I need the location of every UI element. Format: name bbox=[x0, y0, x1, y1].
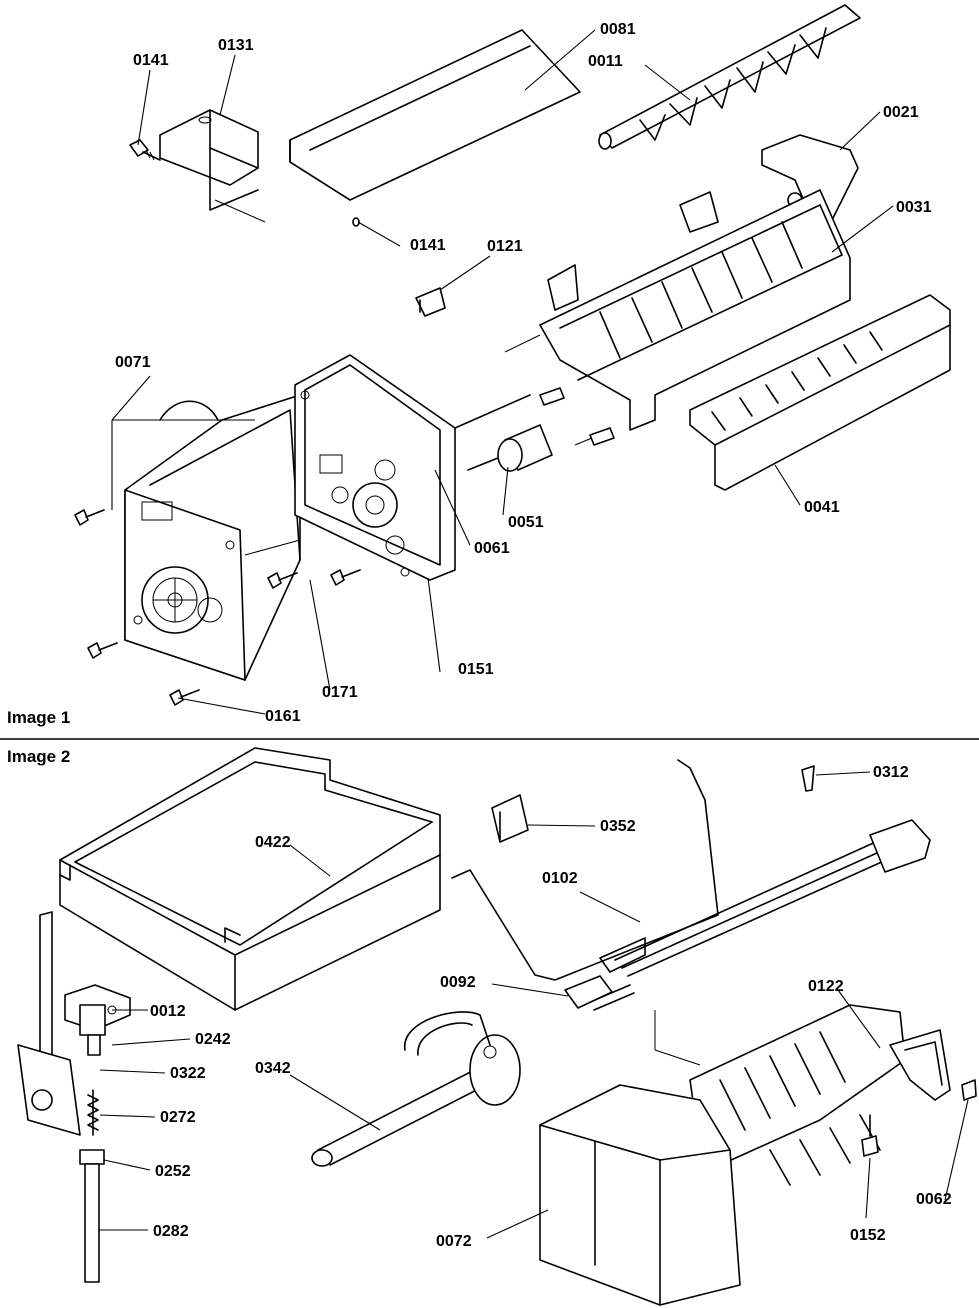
part-screws-image-1 bbox=[74, 217, 361, 706]
label-0282: 0282 bbox=[153, 1223, 189, 1240]
panel-title-image-2: Image 2 bbox=[7, 747, 70, 766]
label-0342: 0342 bbox=[255, 1060, 291, 1077]
label-0322: 0322 bbox=[170, 1065, 206, 1082]
label-0071: 0071 bbox=[115, 354, 151, 371]
leaders-image-1 bbox=[111, 29, 894, 715]
label-0171: 0171 bbox=[322, 684, 358, 701]
leaders-image-2 bbox=[99, 771, 969, 1239]
label-0072: 0072 bbox=[436, 1233, 472, 1250]
label-0141-a: 0141 bbox=[133, 52, 169, 69]
image-2-ice-maker-assembly: 0312 0352 0422 0102 0092 0012 0242 0122 … bbox=[17, 747, 977, 1306]
label-0041: 0041 bbox=[804, 499, 840, 516]
label-0151: 0151 bbox=[458, 661, 494, 678]
label-0121: 0121 bbox=[487, 238, 523, 255]
part-0011-ejector bbox=[598, 4, 861, 150]
label-0011: 0011 bbox=[588, 53, 623, 70]
label-0141-b: 0141 bbox=[410, 237, 446, 254]
label-0051: 0051 bbox=[508, 514, 544, 531]
part-0131-bracket bbox=[159, 109, 266, 223]
part-0342-fill-tube bbox=[311, 1011, 521, 1167]
part-0312-screw bbox=[801, 765, 815, 792]
part-0352-clip bbox=[491, 794, 529, 843]
label-0352: 0352 bbox=[600, 818, 636, 835]
panel-title-image-1: Image 1 bbox=[7, 708, 70, 727]
label-0021: 0021 bbox=[883, 104, 919, 121]
part-0092-wiring-harness bbox=[564, 819, 931, 1066]
part-0422-ice-bin bbox=[59, 747, 441, 1011]
label-0102: 0102 bbox=[542, 870, 578, 887]
label-0252: 0252 bbox=[155, 1163, 191, 1180]
part-0071-control-housing bbox=[124, 394, 301, 681]
part-0061-frame bbox=[294, 354, 531, 581]
label-0131: 0131 bbox=[218, 37, 254, 54]
label-0272: 0272 bbox=[160, 1109, 196, 1126]
label-0312: 0312 bbox=[873, 764, 909, 781]
part-water-valve-assembly bbox=[17, 911, 131, 1283]
label-0061: 0061 bbox=[474, 540, 510, 557]
part-0051-motor bbox=[467, 387, 615, 472]
label-0031: 0031 bbox=[896, 199, 932, 216]
part-0121-clip bbox=[415, 287, 446, 317]
label-0122: 0122 bbox=[808, 978, 844, 995]
part-0031-mold bbox=[504, 189, 851, 431]
label-0081: 0081 bbox=[600, 21, 636, 38]
label-0422: 0422 bbox=[255, 834, 291, 851]
image-1-ice-maker-exploded: 0141 0131 0081 0011 0021 0031 0141 0121 … bbox=[74, 4, 951, 725]
label-0161: 0161 bbox=[265, 708, 301, 725]
part-0072-front-cover bbox=[539, 1084, 741, 1306]
part-0141-screw bbox=[129, 139, 161, 161]
part-0041-side-cover bbox=[689, 294, 951, 491]
label-0062: 0062 bbox=[916, 1191, 952, 1208]
part-0081-shield-plate bbox=[289, 29, 581, 201]
label-0012: 0012 bbox=[150, 1003, 186, 1020]
part-0122-ice-maker-body bbox=[689, 1004, 951, 1186]
part-0102-shutoff-arm bbox=[451, 759, 719, 981]
labels-image-1: 0141 0131 0081 0011 0021 0031 0141 0121 … bbox=[115, 21, 932, 725]
label-0092: 0092 bbox=[440, 974, 476, 991]
part-screws-image-2 bbox=[861, 1079, 977, 1157]
label-0152: 0152 bbox=[850, 1227, 886, 1244]
labels-image-2: 0312 0352 0422 0102 0092 0012 0242 0122 … bbox=[150, 764, 952, 1250]
label-0242: 0242 bbox=[195, 1031, 231, 1048]
